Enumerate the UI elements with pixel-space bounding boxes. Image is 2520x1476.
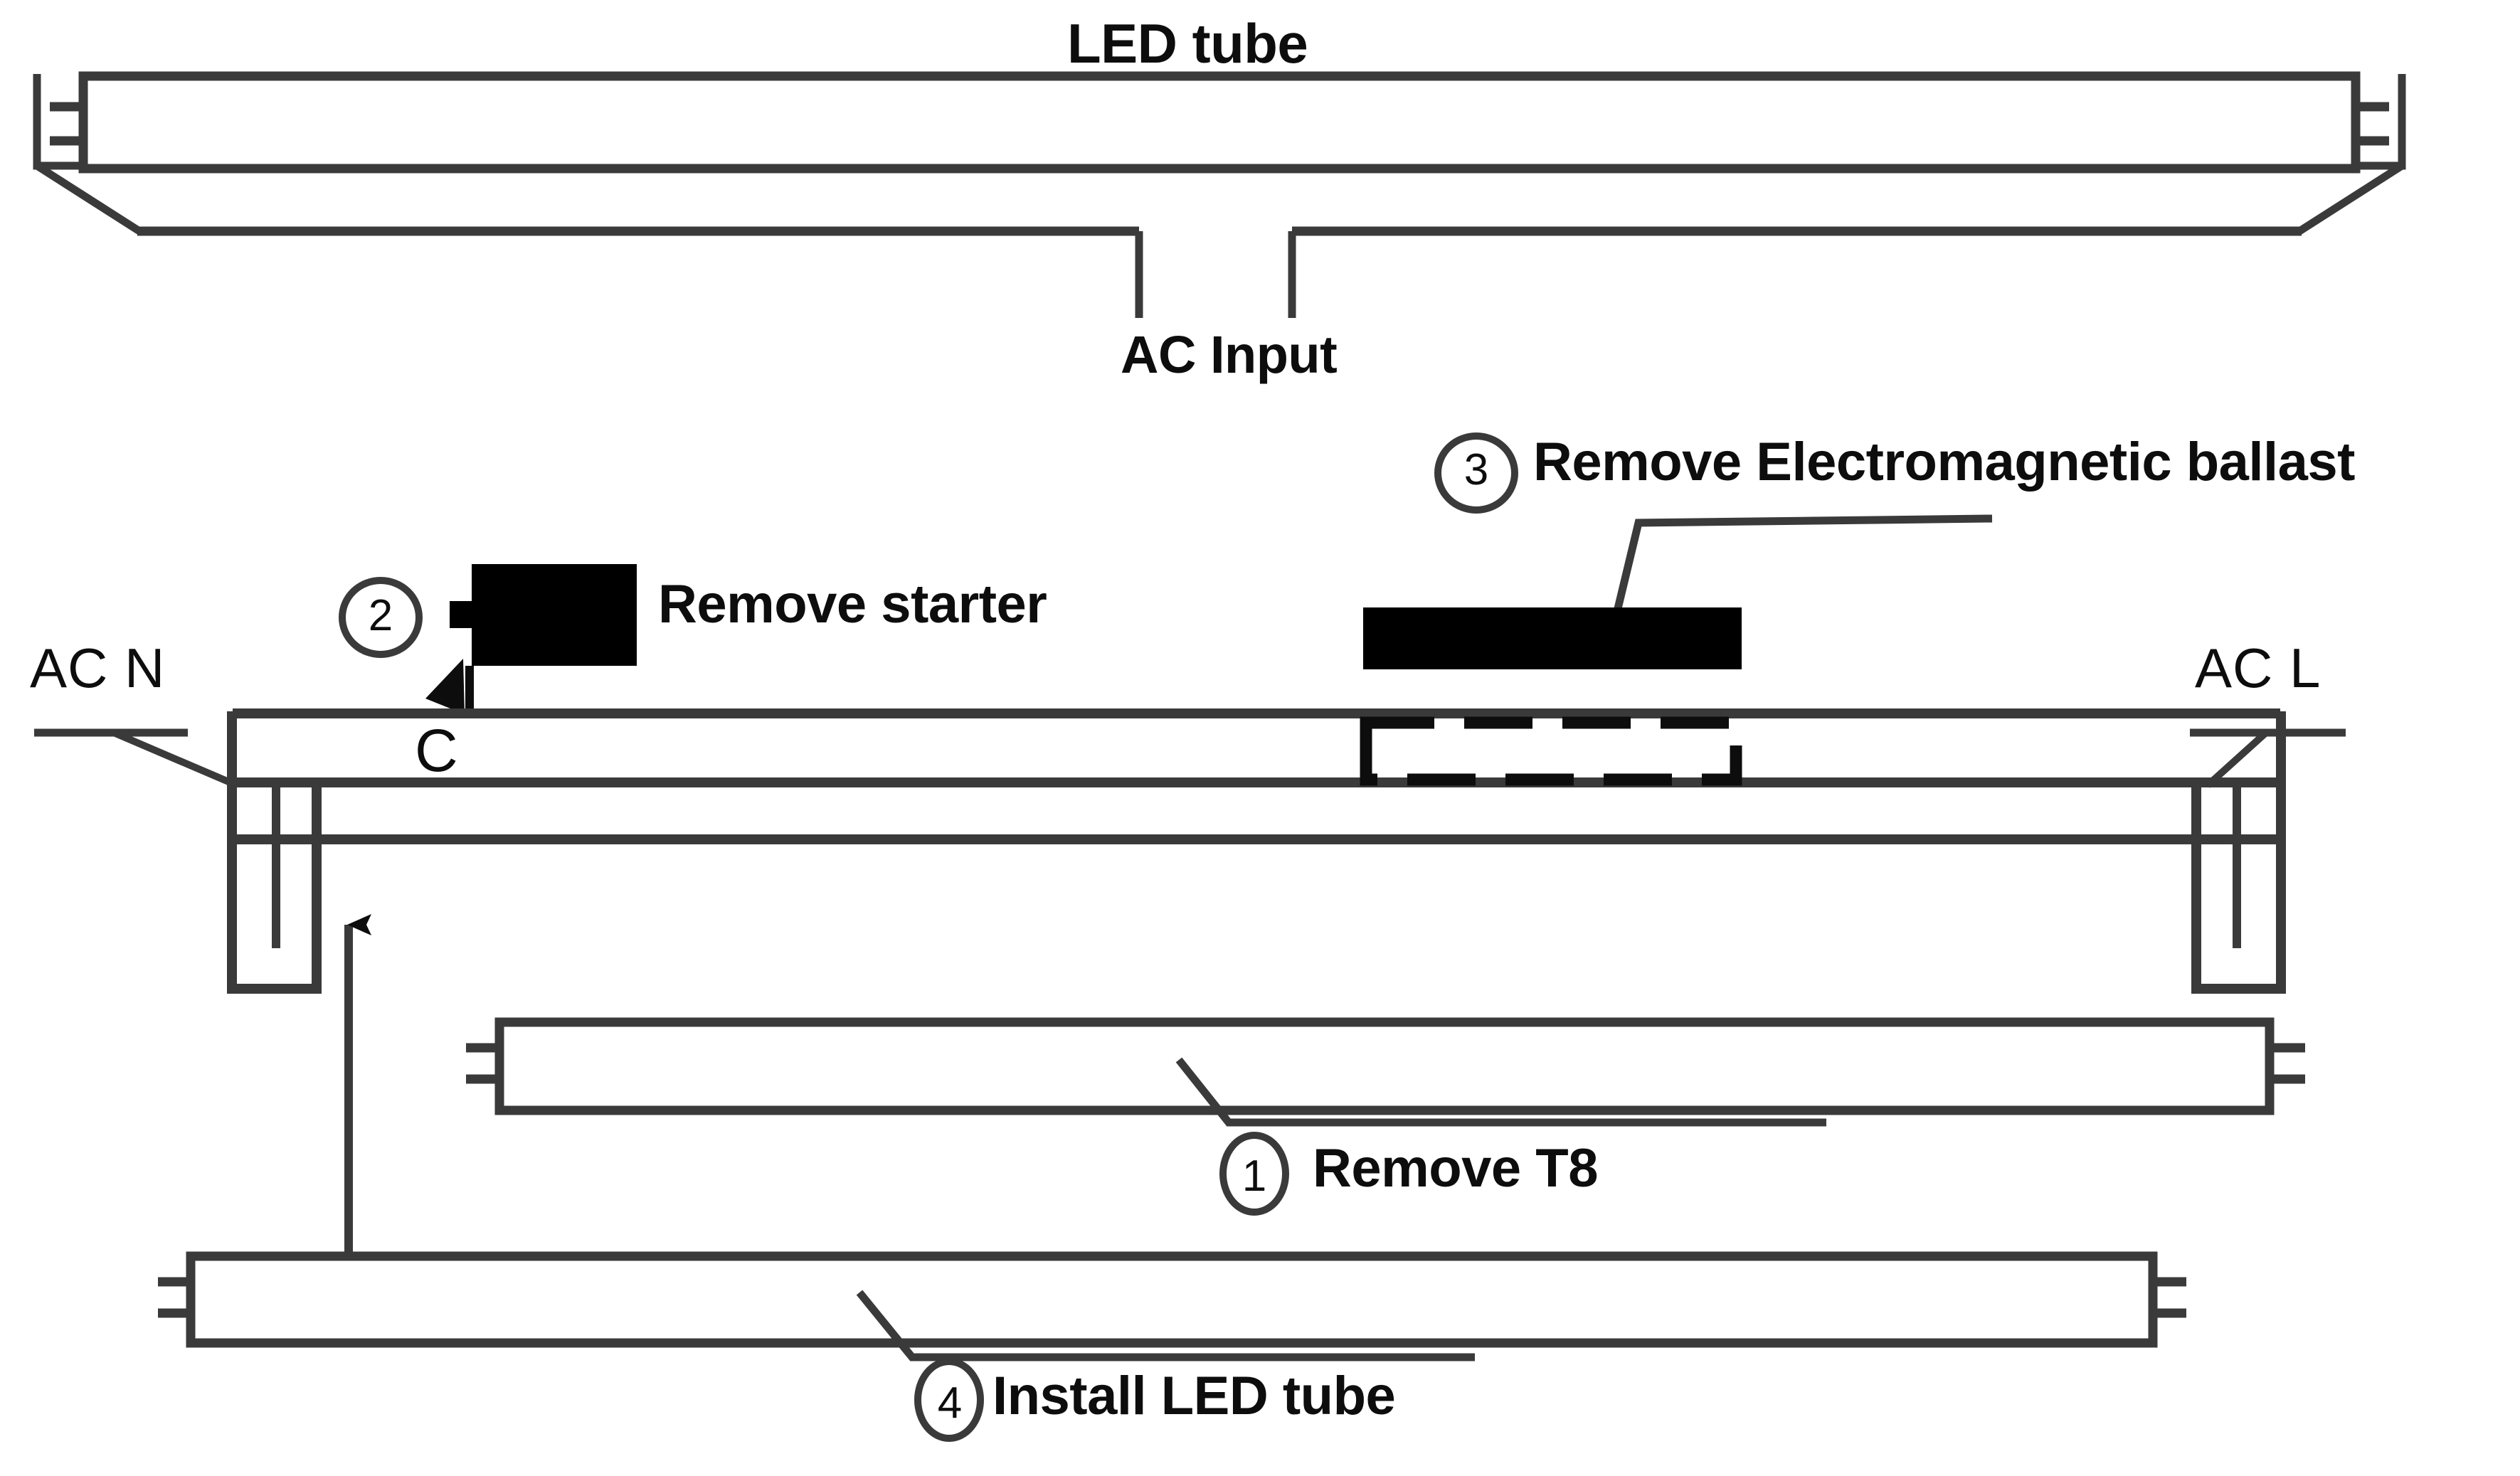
step-3-leader-line <box>1611 514 1993 622</box>
step-3-circle <box>1434 432 1518 514</box>
replacement-led-tube-graphic <box>158 1251 2186 1348</box>
step-number-3: 3 <box>1463 445 1489 494</box>
top-tube-left-socket <box>33 74 83 170</box>
fixture-body-graphic <box>227 708 2286 994</box>
starter-block <box>472 564 637 666</box>
label-capacitor: C <box>415 717 458 784</box>
top-led-tube-graphic <box>33 71 2406 174</box>
label-ac-neutral: AC N <box>30 637 166 699</box>
ac-lead-left-leg <box>35 162 142 235</box>
label-ac-live: AC L <box>2195 637 2322 699</box>
right-lamp-holder-outer <box>2191 711 2286 994</box>
t8-tube-body <box>494 1017 2275 1115</box>
step-number-4: 4 <box>937 1379 963 1428</box>
top-led-tube-body <box>78 71 2361 174</box>
starter-graphic <box>425 564 637 714</box>
left-lamp-holder-outer <box>227 711 322 994</box>
label-step-install-led-tube: Install LED tube <box>992 1366 1396 1426</box>
step-1-circle <box>1219 1132 1289 1216</box>
ac-input-lead-graphic <box>35 162 2404 318</box>
electromagnetic-ballast-block <box>1363 607 1742 669</box>
ac-l-leader-graphic <box>2190 728 2346 788</box>
replacement-led-tube-body <box>186 1251 2158 1348</box>
t8-tube-graphic <box>466 1017 2305 1115</box>
ballast-dashed-outline <box>1360 716 1742 786</box>
step3-callout-graphic <box>1434 432 1993 622</box>
step-1-leader-line <box>1175 1057 1826 1127</box>
step4-callout-graphic <box>856 1290 1475 1442</box>
top-tube-right-socket <box>2356 74 2406 170</box>
step-number-2: 2 <box>368 591 393 640</box>
ac-l-diagonal <box>2205 730 2269 788</box>
label-step-remove-starter: Remove starter <box>658 574 1047 635</box>
label-step-remove-t8: Remove T8 <box>1313 1138 1599 1199</box>
ac-lead-right-leg <box>2297 162 2404 235</box>
starter-nub <box>450 601 473 628</box>
ac-n-leader-graphic <box>34 728 238 789</box>
step-2-circle <box>339 577 423 658</box>
label-ac-input: AC Input <box>1121 325 1338 384</box>
step-4-circle <box>914 1358 984 1442</box>
ac-n-diagonal <box>112 729 238 789</box>
step-number-1: 1 <box>1242 1152 1267 1201</box>
starter-arrowhead <box>425 659 465 714</box>
label-step-remove-ballast: Remove Electromagnetic ballast <box>1533 432 2355 492</box>
step-4-leader-line <box>856 1290 1475 1361</box>
label-led-tube-top: LED tube <box>1067 12 1308 75</box>
step1-callout-graphic <box>1175 1057 1826 1216</box>
step2-callout-graphic <box>339 577 423 658</box>
